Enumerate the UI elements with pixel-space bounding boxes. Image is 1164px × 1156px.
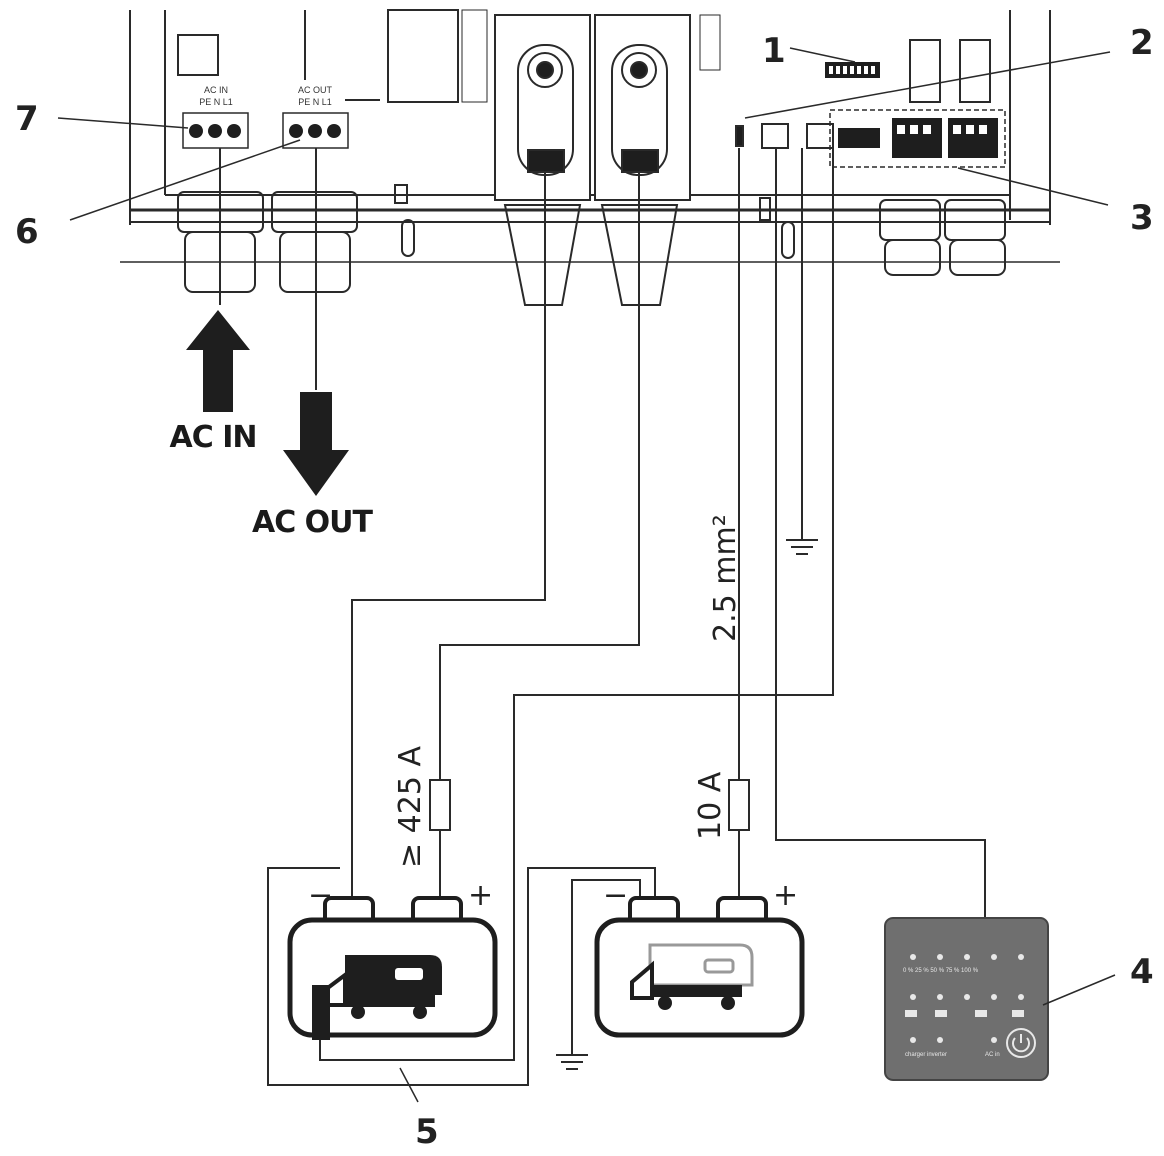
ac-out-label: AC OUT	[252, 505, 374, 540]
power-icon	[1012, 1037, 1030, 1053]
aux-battery-plus: +	[773, 878, 798, 913]
soc-leds	[910, 954, 1024, 960]
ac-in-arrow: AC IN	[170, 310, 257, 455]
ac-in-terminal-pins: PE N L1	[199, 97, 233, 107]
callout-leaders	[57, 47, 1116, 1103]
main-fuse	[429, 779, 451, 831]
main-fuse-label: ≥ 425 A	[393, 746, 428, 868]
callout-4: 4	[1130, 952, 1154, 992]
callout-7: 7	[15, 99, 39, 139]
aux-fuse	[728, 779, 750, 831]
ac-out-terminal-pins: PE N L1	[298, 97, 332, 107]
ground-symbol-device	[786, 539, 818, 555]
ac-in-label: AC IN	[170, 420, 257, 455]
connector-area	[829, 109, 1006, 168]
main-battery: − +	[287, 878, 498, 1040]
aux-battery-minus: −	[603, 878, 628, 913]
battery-sensor	[312, 985, 330, 1040]
status-leds	[910, 1037, 997, 1043]
main-battery-minus: −	[308, 878, 333, 913]
camper-icon-light	[630, 943, 754, 1010]
remote-control-panel: 0 % 25 % 50 % 75 % 100 % charger inverte…	[884, 917, 1049, 1081]
callout-3: 3	[1130, 198, 1154, 238]
dc-bus-bars	[494, 14, 691, 201]
panel-status-left: charger inverter	[905, 1052, 947, 1058]
ac-out-terminal-title: AC OUT	[298, 85, 333, 95]
wire-spec-label: 2.5 mm²	[708, 514, 743, 642]
callout-6: 6	[15, 212, 39, 252]
ac-in-terminal-block: AC IN PE N L1	[182, 85, 249, 149]
callout-2: 2	[1130, 23, 1154, 63]
wires	[219, 148, 986, 1086]
ground-symbol-battery	[556, 1054, 588, 1070]
ac-in-terminal-title: AC IN	[204, 85, 228, 95]
ac-out-arrow: AC OUT	[252, 392, 375, 540]
aux-battery: − +	[594, 878, 805, 1038]
main-battery-plus: +	[468, 878, 493, 913]
dip-switch	[825, 62, 880, 78]
power-button[interactable]	[1006, 1028, 1036, 1058]
device-housing	[120, 9, 1060, 263]
mode-leds	[905, 994, 1024, 1017]
ac-out-terminal-block: AC OUT PE N L1	[282, 85, 349, 149]
panel-status-right: AC in	[985, 1052, 1000, 1058]
panel-soc-legend: 0 % 25 % 50 % 75 % 100 %	[903, 968, 979, 974]
callout-5: 5	[415, 1112, 439, 1152]
callout-1: 1	[762, 31, 786, 71]
aux-fuse-label: 10 A	[693, 771, 728, 840]
signal-terminals	[735, 123, 834, 149]
